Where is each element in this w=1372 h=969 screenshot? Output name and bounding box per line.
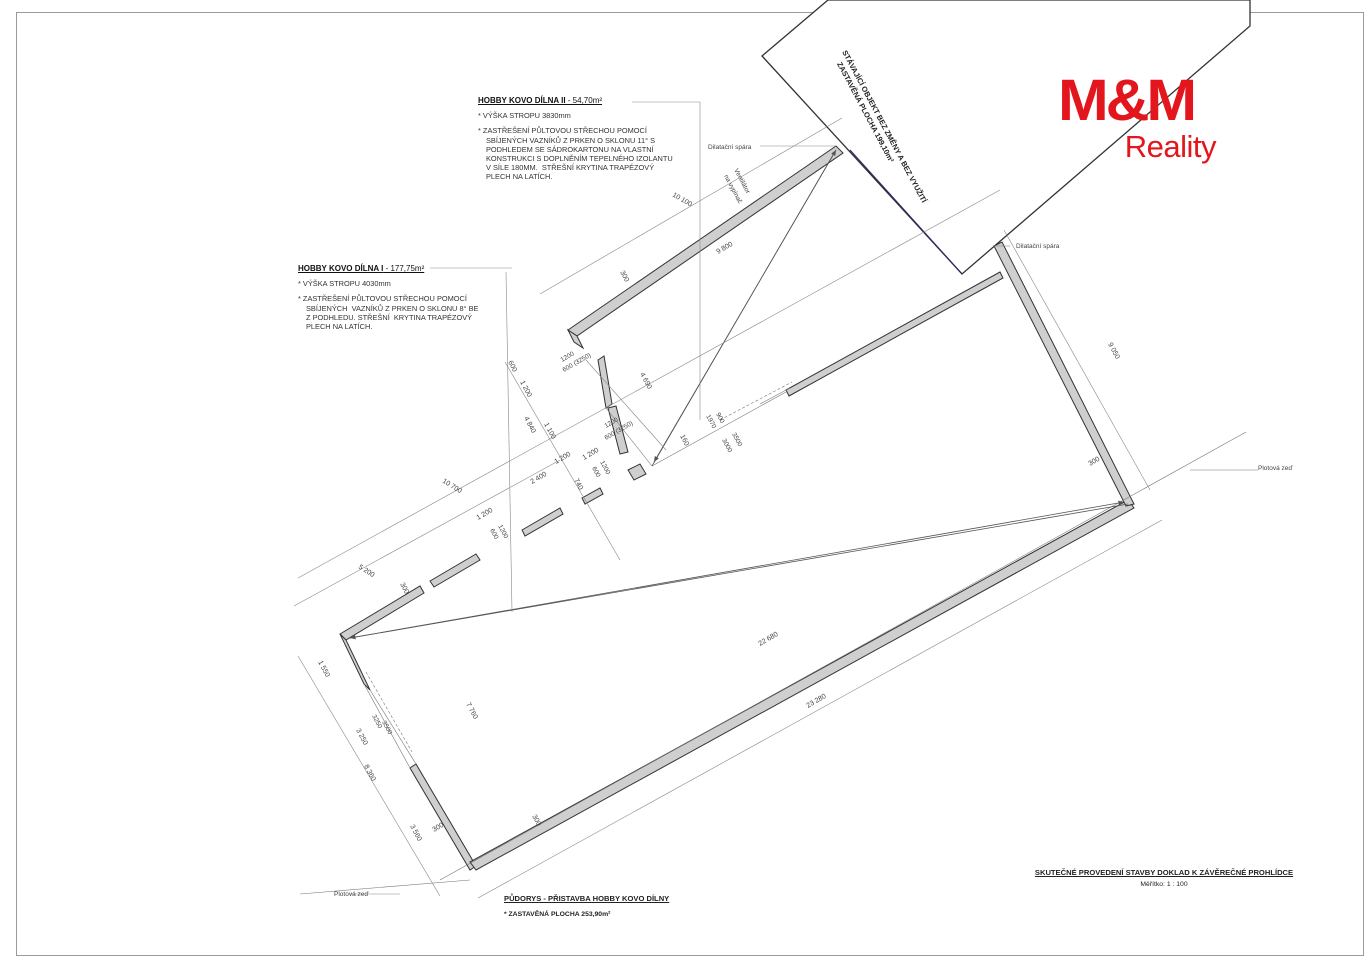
dim-8360: 8 360 [362,764,376,783]
dim-3560: 3 560 [408,824,422,843]
measurement-diagonals [349,149,1129,640]
note-1-height: * VÝŠKA STROPU 4030mm [298,279,391,289]
plan-area: * ZASTAVĚNÁ PLOCHA 253,90m² [504,911,611,918]
dim-1100: 1 100 [542,422,556,441]
dim-22680: 22 680 [758,631,780,648]
dim-1550: 1 550 [316,660,330,679]
dim-23280: 23 280 [806,693,828,710]
win-600-d: 600 [590,466,601,479]
plan-title: PŮDORYS - PŘISTAVBA HOBBY KOVO DÍLNY [504,894,670,903]
dim-10700: 10 700 [441,478,463,495]
note-2-height: * VÝŠKA STROPU 3830mm [478,111,571,121]
dim-3250: 3 250 [354,728,368,747]
stamp-title: SKUTEČNÉ PROVEDENÍ STAVBY DOKLAD K ZÁVĚR… [1034,868,1294,877]
door-3500: 3500 [730,432,743,448]
door-900: 900 [714,412,725,425]
note-2-title: HOBBY KOVO DÍLNA II - 54,70m² [478,96,603,105]
walls [339,145,1135,871]
stamp-block: SKUTEČNÉ PROVEDENÍ STAVBY DOKLAD K ZÁVĚR… [1014,868,1314,888]
dim-1200-a: 1 200 [476,507,495,522]
logo-reality: Reality [1124,129,1217,164]
fence-label-left: Plotová zeď [334,891,369,898]
note-1-title: HOBBY KOVO DÍLNA I - 177,75m² [298,264,425,273]
dim-7760: 7 760 [464,702,478,721]
existing-building [761,0,1251,275]
note-workshop-2: HOBBY KOVO DÍLNA II - 54,70m² * VÝŠKA ST… [478,96,698,182]
note-1-roof: * ZASTŘEŠENÍ PŮLTOVOU STŘECHOU POMOCÍ SB… [298,294,479,332]
door-3000: 3000 [720,438,733,454]
dim-2400: 2 400 [530,471,549,486]
plan-title-block: PŮDORYS - PŘISTAVBA HOBBY KOVO DÍLNY * Z… [504,894,669,918]
dimension-lines [293,101,1163,899]
dim-4840: 4 840 [522,416,536,435]
dim-300-c: 300 [1088,456,1102,468]
dim-1200-c: 1 200 [582,447,601,462]
dilatation-joint-2: Dilatační spára [1016,243,1060,250]
mm-reality-logo: M&M Reality [1058,72,1218,168]
dim-300-a: 300 [618,270,630,284]
dim-600: 600 [506,360,518,374]
dilatation-joint-1: Dilatační spára [708,144,752,151]
dim-9050: 9 050 [1106,342,1120,361]
win-600-c: 600 [488,528,499,541]
dim-1200-b: 1 200 [554,451,573,466]
dim-300-e: 300 [530,814,542,828]
stamp-scale: Měřítko: 1 : 100 [1140,881,1188,888]
dim-300-d: 300 [432,822,446,834]
dim-160: 160 [678,434,690,448]
dim-10100: 10 100 [671,192,693,209]
fence-label-right: Plotová zeď [1258,465,1293,472]
note-2-roof: * ZASTŘEŠENÍ PŮLTOVOU STŘECHOU POMOCÍ SB… [478,126,673,182]
sheet-frame [16,12,1364,956]
note-workshop-1: HOBBY KOVO DÍLNA I - 177,75m² * VÝŠKA ST… [298,264,518,331]
dim-300-b: 300 [398,582,410,596]
logo-mm: M&M [1058,68,1197,133]
dim-4690: 4 690 [638,372,652,391]
dim-9800: 9 800 [716,241,735,256]
dim-740: 740 [572,478,584,492]
